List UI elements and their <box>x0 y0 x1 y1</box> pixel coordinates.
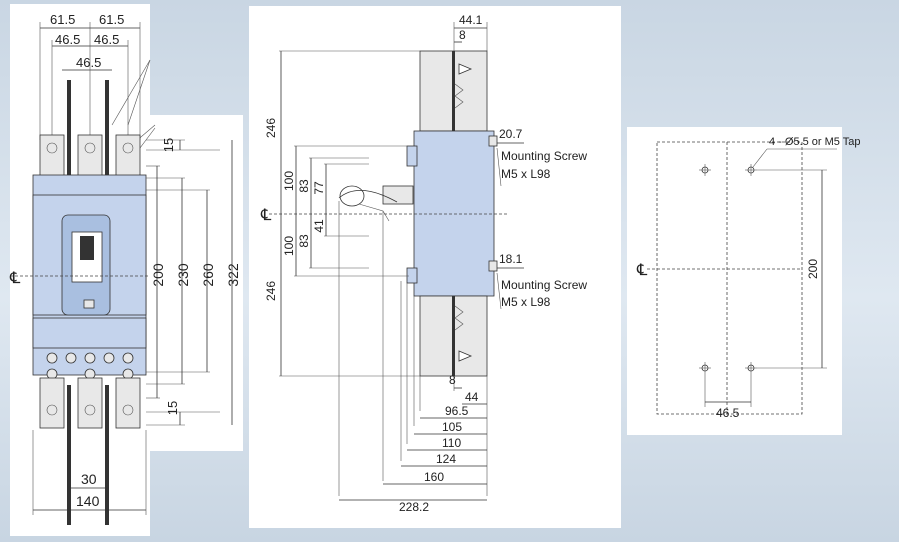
hole-spec-label: 4 - Ø5.5 or M5 Tap <box>769 136 861 148</box>
side-bottom-dimensions: 8 44 96.5 105 110 124 160 228.2 <box>338 201 488 514</box>
dim-96-5: 96.5 <box>445 404 469 418</box>
dim-15-top: 15 <box>161 138 176 152</box>
screw-callout-top: 20.7 Mounting Screw M5 x L98 <box>496 127 587 187</box>
dim-200: 200 <box>150 263 166 287</box>
dim-83-bottom: 83 <box>297 234 311 248</box>
dim-228-2: 228.2 <box>399 500 429 514</box>
dim-8-bottom: 8 <box>449 373 456 387</box>
dim-44: 44 <box>465 390 479 404</box>
dim-160: 160 <box>424 470 444 484</box>
dim-8-top: 8 <box>459 28 466 42</box>
mounting-panel <box>627 127 842 435</box>
side-centerline-label: ℄ <box>260 207 272 224</box>
mounting-holes <box>699 164 757 374</box>
dim-230: 230 <box>175 263 191 287</box>
mounting-centerline-label: ℄ <box>636 262 648 279</box>
bottom-terminals <box>39 352 141 429</box>
mounting-screw-bottom-line1: Mounting Screw <box>501 278 587 292</box>
front-right-dimensions: 15 200 230 260 322 15 <box>146 138 241 426</box>
dim-44-1: 44.1 <box>459 13 483 27</box>
dim-200-vertical: 200 <box>806 259 820 279</box>
dim-20-7: 20.7 <box>499 127 523 141</box>
dim-260: 260 <box>200 263 216 287</box>
handle-side <box>338 185 414 222</box>
dim-140: 140 <box>76 493 100 509</box>
dim-77: 77 <box>312 181 326 195</box>
dim-46-5-center: 46.5 <box>76 55 101 70</box>
dim-246-bottom: 246 <box>264 281 278 301</box>
dim-46-5-horizontal: 46.5 <box>716 406 740 420</box>
dim-61-5-right: 61.5 <box>99 12 124 27</box>
mounting-screw-top-line1: Mounting Screw <box>501 149 587 163</box>
mounting-drawing: ℄ 4 - Ø5.5 or M5 Tap 200 46.5 <box>636 136 861 420</box>
breaker-side-body <box>413 130 495 297</box>
front-view-dimension-panel <box>150 115 243 451</box>
dim-41: 41 <box>312 219 326 233</box>
front-bottom-dimensions: 30 140 <box>32 430 147 515</box>
dim-322: 322 <box>225 263 241 287</box>
side-top-dimensions: 44.1 8 <box>453 13 488 51</box>
mounting-screw-top-line2: M5 x L98 <box>501 167 551 181</box>
side-left-dimensions: 246 100 83 77 41 83 100 246 <box>264 50 420 377</box>
dim-110: 110 <box>442 436 461 450</box>
dim-100-top: 100 <box>282 171 296 191</box>
dim-246-top: 246 <box>264 118 278 138</box>
dim-83-top: 83 <box>297 179 311 193</box>
panel-cutout-outline <box>656 141 803 415</box>
front-view-drawing: 61.5 61.5 46.5 46.5 46.5 <box>9 12 241 525</box>
breaker-body <box>32 174 147 376</box>
dim-61-5-left: 61.5 <box>50 12 75 27</box>
dim-124: 124 <box>436 452 456 466</box>
dim-46-5-right: 46.5 <box>94 32 119 47</box>
front-centerline-label: ℄ <box>9 270 21 287</box>
dim-30: 30 <box>81 471 97 487</box>
side-view-drawing: 44.1 8 ℄ 246 1 <box>260 13 587 514</box>
screw-callout-bottom: 18.1 Mounting Screw M5 x L98 <box>496 252 587 310</box>
dim-46-5-left: 46.5 <box>55 32 80 47</box>
tie-rods <box>67 80 109 525</box>
mounting-screw-bottom-line2: M5 x L98 <box>501 295 551 309</box>
dim-18-1: 18.1 <box>499 252 523 266</box>
dim-100-bottom: 100 <box>282 236 296 256</box>
front-top-dimensions: 61.5 61.5 46.5 46.5 46.5 <box>39 12 156 149</box>
dim-15-bottom: 15 <box>165 401 180 415</box>
dim-105: 105 <box>442 420 462 434</box>
